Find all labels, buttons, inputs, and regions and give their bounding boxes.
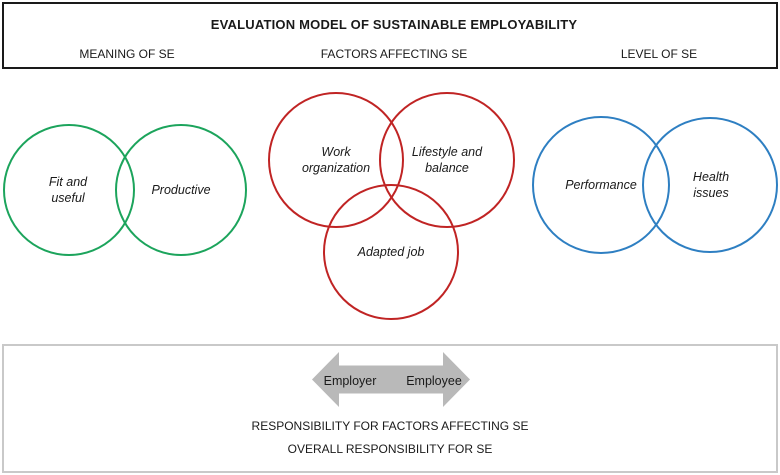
column-header-factors-affecting-se: FACTORS AFFECTING SE xyxy=(320,47,468,61)
page-title: EVALUATION MODEL OF SUSTAINABLE EMPLOYAB… xyxy=(210,17,578,32)
double-arrow-shape xyxy=(312,352,470,407)
label-productive: Productive xyxy=(151,182,211,197)
circle-productive xyxy=(115,124,247,256)
header-box: EVALUATION MODEL OF SUSTAINABLE EMPLOYAB… xyxy=(2,2,778,69)
employer-employee-arrow xyxy=(312,352,470,407)
label-adapted-job: Adapted job xyxy=(357,244,425,259)
arrow-label-employer: Employer xyxy=(323,374,377,388)
circle-health-issues xyxy=(642,117,778,253)
footer-line-responsibility-factors: RESPONSIBILITY FOR FACTORS AFFECTING SE xyxy=(251,419,529,433)
label-performance: Performance xyxy=(565,177,637,192)
double-arrow-icon xyxy=(312,352,470,407)
label-work-organization: Work organization xyxy=(301,144,371,175)
circle-adapted-job xyxy=(323,184,459,320)
label-fit-and-useful: Fit and useful xyxy=(48,174,88,205)
footer-line-overall-responsibility: OVERALL RESPONSIBILITY FOR SE xyxy=(287,442,493,456)
label-lifestyle-and-balance: Lifestyle and balance xyxy=(411,144,483,175)
column-header-meaning-of-se: MEANING OF SE xyxy=(79,47,175,61)
footer-box xyxy=(2,344,778,473)
label-health-issues: Health issues xyxy=(692,169,730,200)
column-header-level-of-se: LEVEL OF SE xyxy=(620,47,698,61)
arrow-label-employee: Employee xyxy=(406,374,462,388)
